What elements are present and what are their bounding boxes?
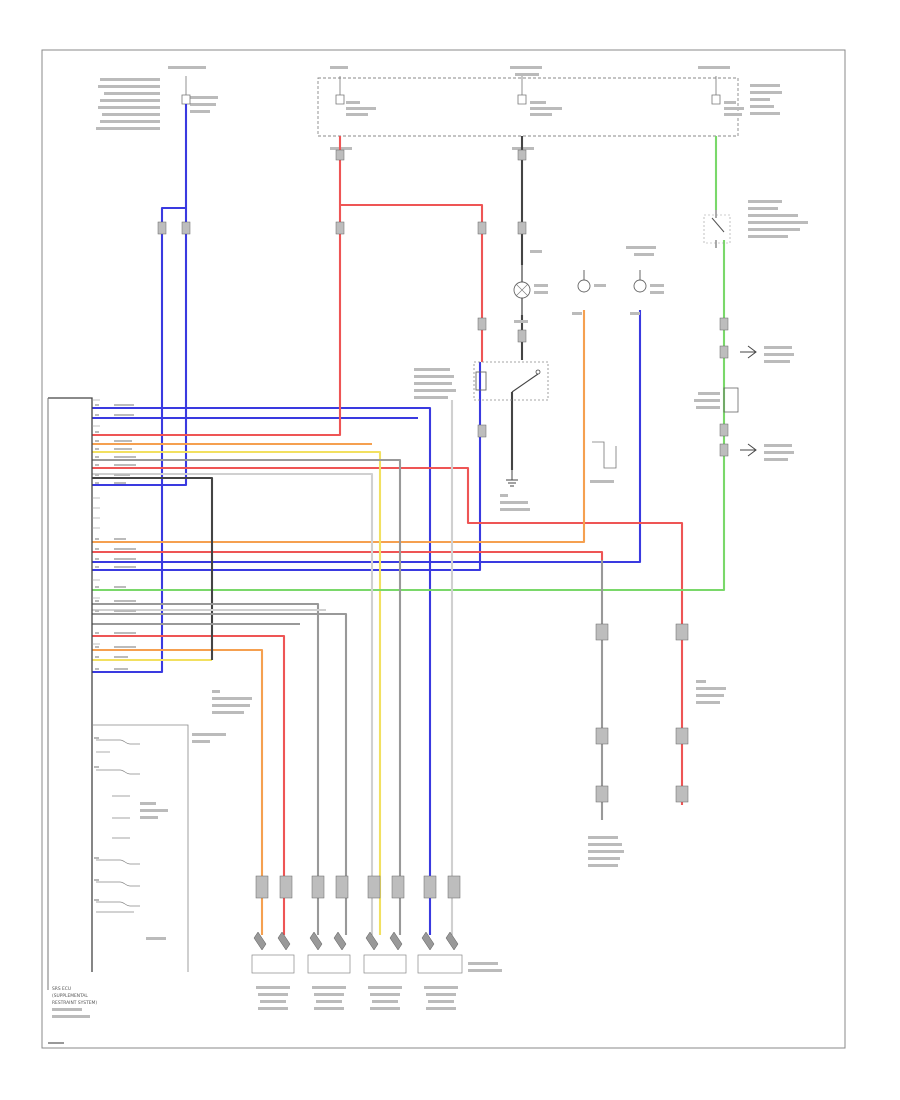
fuse-box-labels [330, 66, 782, 150]
relay-symbol [414, 361, 549, 401]
diagram-code-mark [48, 1042, 64, 1044]
ecu-pin-stubs [92, 399, 100, 645]
wire-orange [92, 310, 586, 935]
shield-bracket-symbol [590, 441, 617, 483]
ecu-label-line-1: SRS ECU [52, 986, 71, 992]
ecu-label-block: SRS ECU (SUPPLEMENTAL RESTRAINT SYSTEM) [52, 986, 97, 1018]
diagram-frame [41, 49, 846, 1049]
wire-light-gray [92, 400, 454, 935]
ecu-connector-label [212, 690, 252, 714]
lamp-symbols [513, 246, 664, 323]
right-lower-connectors [588, 623, 726, 867]
fuse-box-outline [317, 77, 739, 137]
ecu-label-line-2: (SUPPLEMENTAL [52, 993, 88, 999]
right-switch-assembly [694, 200, 808, 461]
ground-symbol [500, 470, 530, 511]
wire-gray [92, 458, 604, 935]
wire-yellow [92, 450, 382, 935]
inline-connectors [157, 149, 729, 457]
top-left-fuse-label [96, 66, 218, 130]
wheel-speed-sensors [251, 875, 502, 1010]
ecu-internal-box [92, 724, 226, 972]
wire-blue [92, 104, 642, 935]
ecu-pin-text [95, 404, 136, 670]
ecu-label-line-3: RESTRAINT SYSTEM) [52, 1000, 97, 1006]
wire-red [92, 136, 684, 935]
fuse-symbols [181, 76, 721, 105]
wire-black [92, 136, 524, 660]
srs-ecu-module [47, 397, 136, 990]
